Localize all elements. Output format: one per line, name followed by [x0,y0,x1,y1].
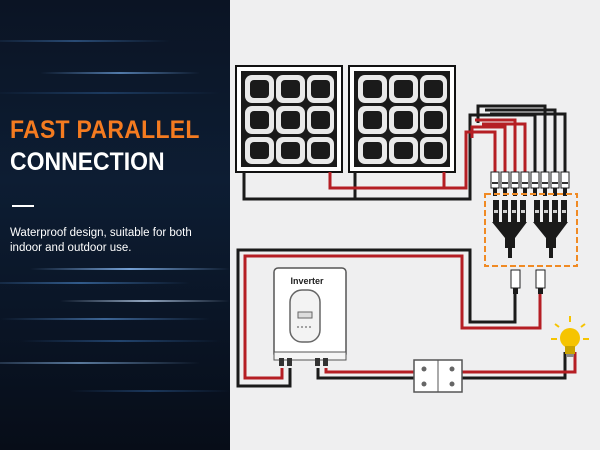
light-streak [40,72,200,74]
inverter-label: Inverter [290,276,324,286]
inverter [273,267,347,366]
mc4-plugs [490,171,570,196]
solar-panel-2 [348,65,456,173]
light-streak [0,318,210,320]
light-streak [30,268,230,270]
light-streak [0,92,220,94]
light-streak [20,340,220,342]
divider [12,205,34,207]
solar-panel-1 [235,65,343,173]
main-wiring [236,248,577,388]
headline-line-2: CONNECTION [10,148,165,176]
panel-wiring [242,104,567,201]
subtitle-text: Waterproof design, suitable for both ind… [10,227,192,254]
light-streak [70,390,230,392]
hero-panel: FAST PARALLEL CONNECTION Waterproof desi… [0,0,230,450]
y-branch-connector-right [533,200,568,258]
light-streak [0,40,170,42]
light-bulb-icon [551,316,589,357]
circuit-breaker [413,359,463,393]
light-streak [0,362,200,364]
branch-connector-box [484,193,578,267]
wiring-diagram: Inverter [235,65,589,393]
light-streak [0,282,190,284]
light-streak [60,300,230,302]
output-plugs [510,269,546,294]
y-branch-connector-left [492,200,527,258]
headline-line-1: FAST PARALLEL [10,116,200,144]
